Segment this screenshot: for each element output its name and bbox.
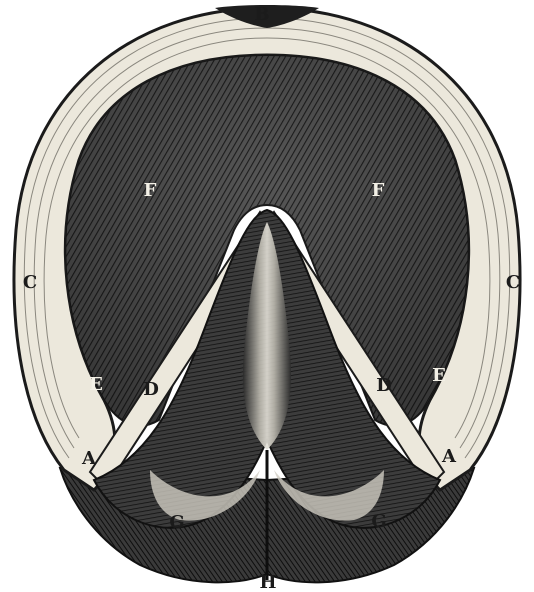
label-D-left: D [143, 379, 159, 400]
label-B: B [254, 4, 269, 25]
label-C-right: C [506, 272, 520, 293]
label-G-left: G [169, 512, 184, 533]
label-H: H [259, 572, 276, 592]
label-E-left: E [89, 374, 103, 395]
label-A-right: A [441, 446, 457, 467]
label-G-right: G [371, 511, 386, 532]
label-F-right: F [372, 180, 385, 201]
label-F-left: F [144, 180, 157, 201]
label-D-right: D [376, 375, 392, 396]
label-A-left: A [81, 448, 97, 469]
label-C-left: C [23, 272, 37, 293]
label-E-right: E [432, 365, 446, 386]
